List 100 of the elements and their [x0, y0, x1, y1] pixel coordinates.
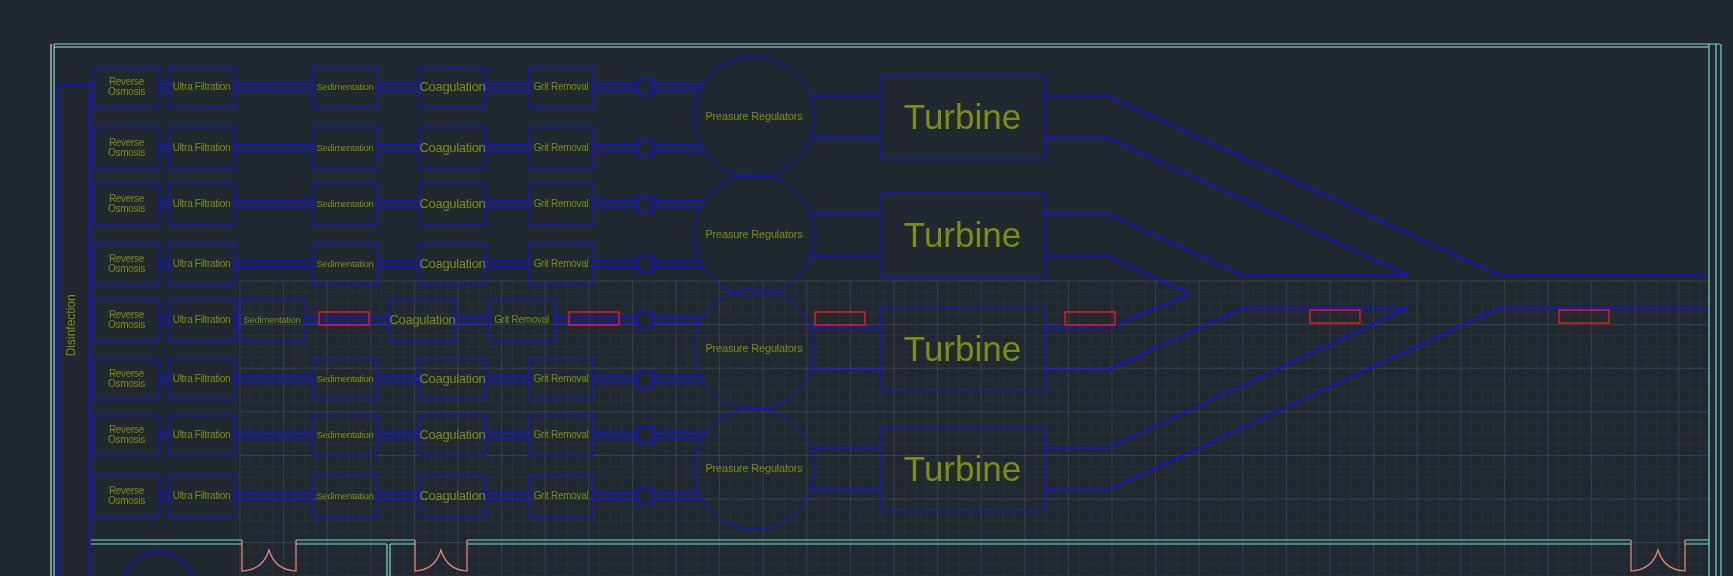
process-box: [528, 414, 594, 456]
regulator-label: Preasure Regulators: [705, 111, 803, 123]
process-label: Reverse Osmosis: [107, 193, 146, 215]
pipe: [593, 375, 704, 383]
process-label: Sedimentation: [316, 491, 374, 501]
pipe: [159, 431, 169, 439]
process-label: Sedimentation: [316, 430, 374, 440]
process-box: [168, 183, 235, 225]
pipe: [810, 447, 881, 491]
pipe: [305, 316, 390, 324]
process-label: Sedimentation: [316, 143, 374, 153]
process-label: Reverse Osmosis: [107, 368, 146, 390]
turbine-label: Turbine: [903, 330, 1022, 368]
turbine-box: [880, 427, 1045, 511]
pipe: [593, 431, 707, 439]
process-label: Sedimentation: [316, 199, 374, 209]
process-label: Coagulation: [389, 313, 456, 327]
regulator-label: Preasure Regulators: [705, 229, 803, 241]
pipe: [377, 144, 420, 152]
pipe: [810, 327, 881, 371]
process-label: Ultra Filtration: [172, 490, 231, 502]
process-label: Ultra Filtration: [172, 81, 231, 93]
process-box: [93, 299, 160, 341]
vertical-label: Disinfection: [64, 294, 78, 356]
pipe: [485, 375, 529, 383]
pipe: [234, 83, 313, 91]
pipe: [234, 144, 313, 152]
process-box: [312, 183, 378, 225]
process-box: [312, 414, 378, 456]
process-box: [528, 243, 594, 285]
pipe: [377, 431, 420, 439]
process-label: Ultra Filtration: [172, 258, 231, 270]
process-box: [419, 243, 486, 285]
process-label: Reverse Osmosis: [107, 137, 146, 159]
process-box: [93, 243, 160, 285]
pipe: [455, 316, 489, 324]
pipe: [234, 200, 313, 208]
pipe: [377, 375, 420, 383]
process-label: Sedimentation: [243, 315, 301, 325]
process-label: Sedimentation: [316, 82, 374, 92]
pipe: [377, 200, 420, 208]
pipe: [1044, 213, 1409, 295]
process-label: Grit Removal: [533, 373, 589, 385]
process-label: Coagulation: [419, 372, 486, 386]
process-box: [93, 475, 160, 517]
pipe: [485, 260, 529, 268]
process-box: [312, 475, 378, 517]
process-label: Grit Removal: [533, 142, 589, 154]
turbine-label: Turbine: [903, 216, 1022, 254]
regulator-label: Preasure Regulators: [705, 343, 803, 355]
process-box: [419, 475, 486, 517]
pipe: [485, 431, 529, 439]
process-box: [312, 127, 378, 169]
pipe: [159, 316, 169, 324]
pipe: [593, 260, 703, 268]
process-label: Grit Removal: [494, 314, 549, 326]
process-label: Grit Removal: [533, 258, 589, 270]
process-box: [93, 127, 160, 169]
pipe: [593, 200, 705, 208]
process-box: [528, 358, 594, 400]
process-box: [93, 414, 160, 456]
pipe: [159, 83, 169, 91]
process-label: Sedimentation: [316, 374, 374, 384]
pipe: [377, 83, 420, 91]
turbine-box: [880, 307, 1045, 391]
process-box: [312, 358, 378, 400]
pipe: [377, 492, 420, 500]
process-box: [528, 183, 594, 225]
pipe: [377, 260, 420, 268]
pipe: [593, 144, 705, 152]
pipe: [234, 492, 313, 500]
process-box: [488, 299, 555, 341]
process-label: Grit Removal: [533, 81, 589, 93]
process-box: [419, 414, 486, 456]
process-box: [312, 66, 378, 108]
process-label: Coagulation: [419, 80, 486, 94]
process-box: [528, 127, 594, 169]
pipe: [234, 431, 313, 439]
pipe: [234, 260, 313, 268]
turbine-label: Turbine: [903, 98, 1022, 136]
process-box: [93, 66, 160, 108]
process-box: [93, 358, 160, 400]
pipe: [1044, 307, 1706, 491]
pipe: [159, 200, 169, 208]
process-label: Coagulation: [419, 197, 486, 211]
pipe: [810, 213, 881, 257]
process-box: [419, 127, 486, 169]
pipe: [485, 200, 529, 208]
process-label: Ultra Filtration: [172, 429, 231, 441]
process-box: [312, 243, 378, 285]
process-box: [528, 475, 594, 517]
pipe: [159, 260, 169, 268]
pipe: [554, 316, 703, 324]
turbine-box: [880, 193, 1045, 277]
process-box: [93, 183, 160, 225]
process-label: Ultra Filtration: [172, 373, 231, 385]
pipe: [159, 375, 169, 383]
pipe: [1044, 293, 1409, 371]
regulator-label: Preasure Regulators: [705, 463, 803, 475]
process-box: [389, 299, 456, 341]
